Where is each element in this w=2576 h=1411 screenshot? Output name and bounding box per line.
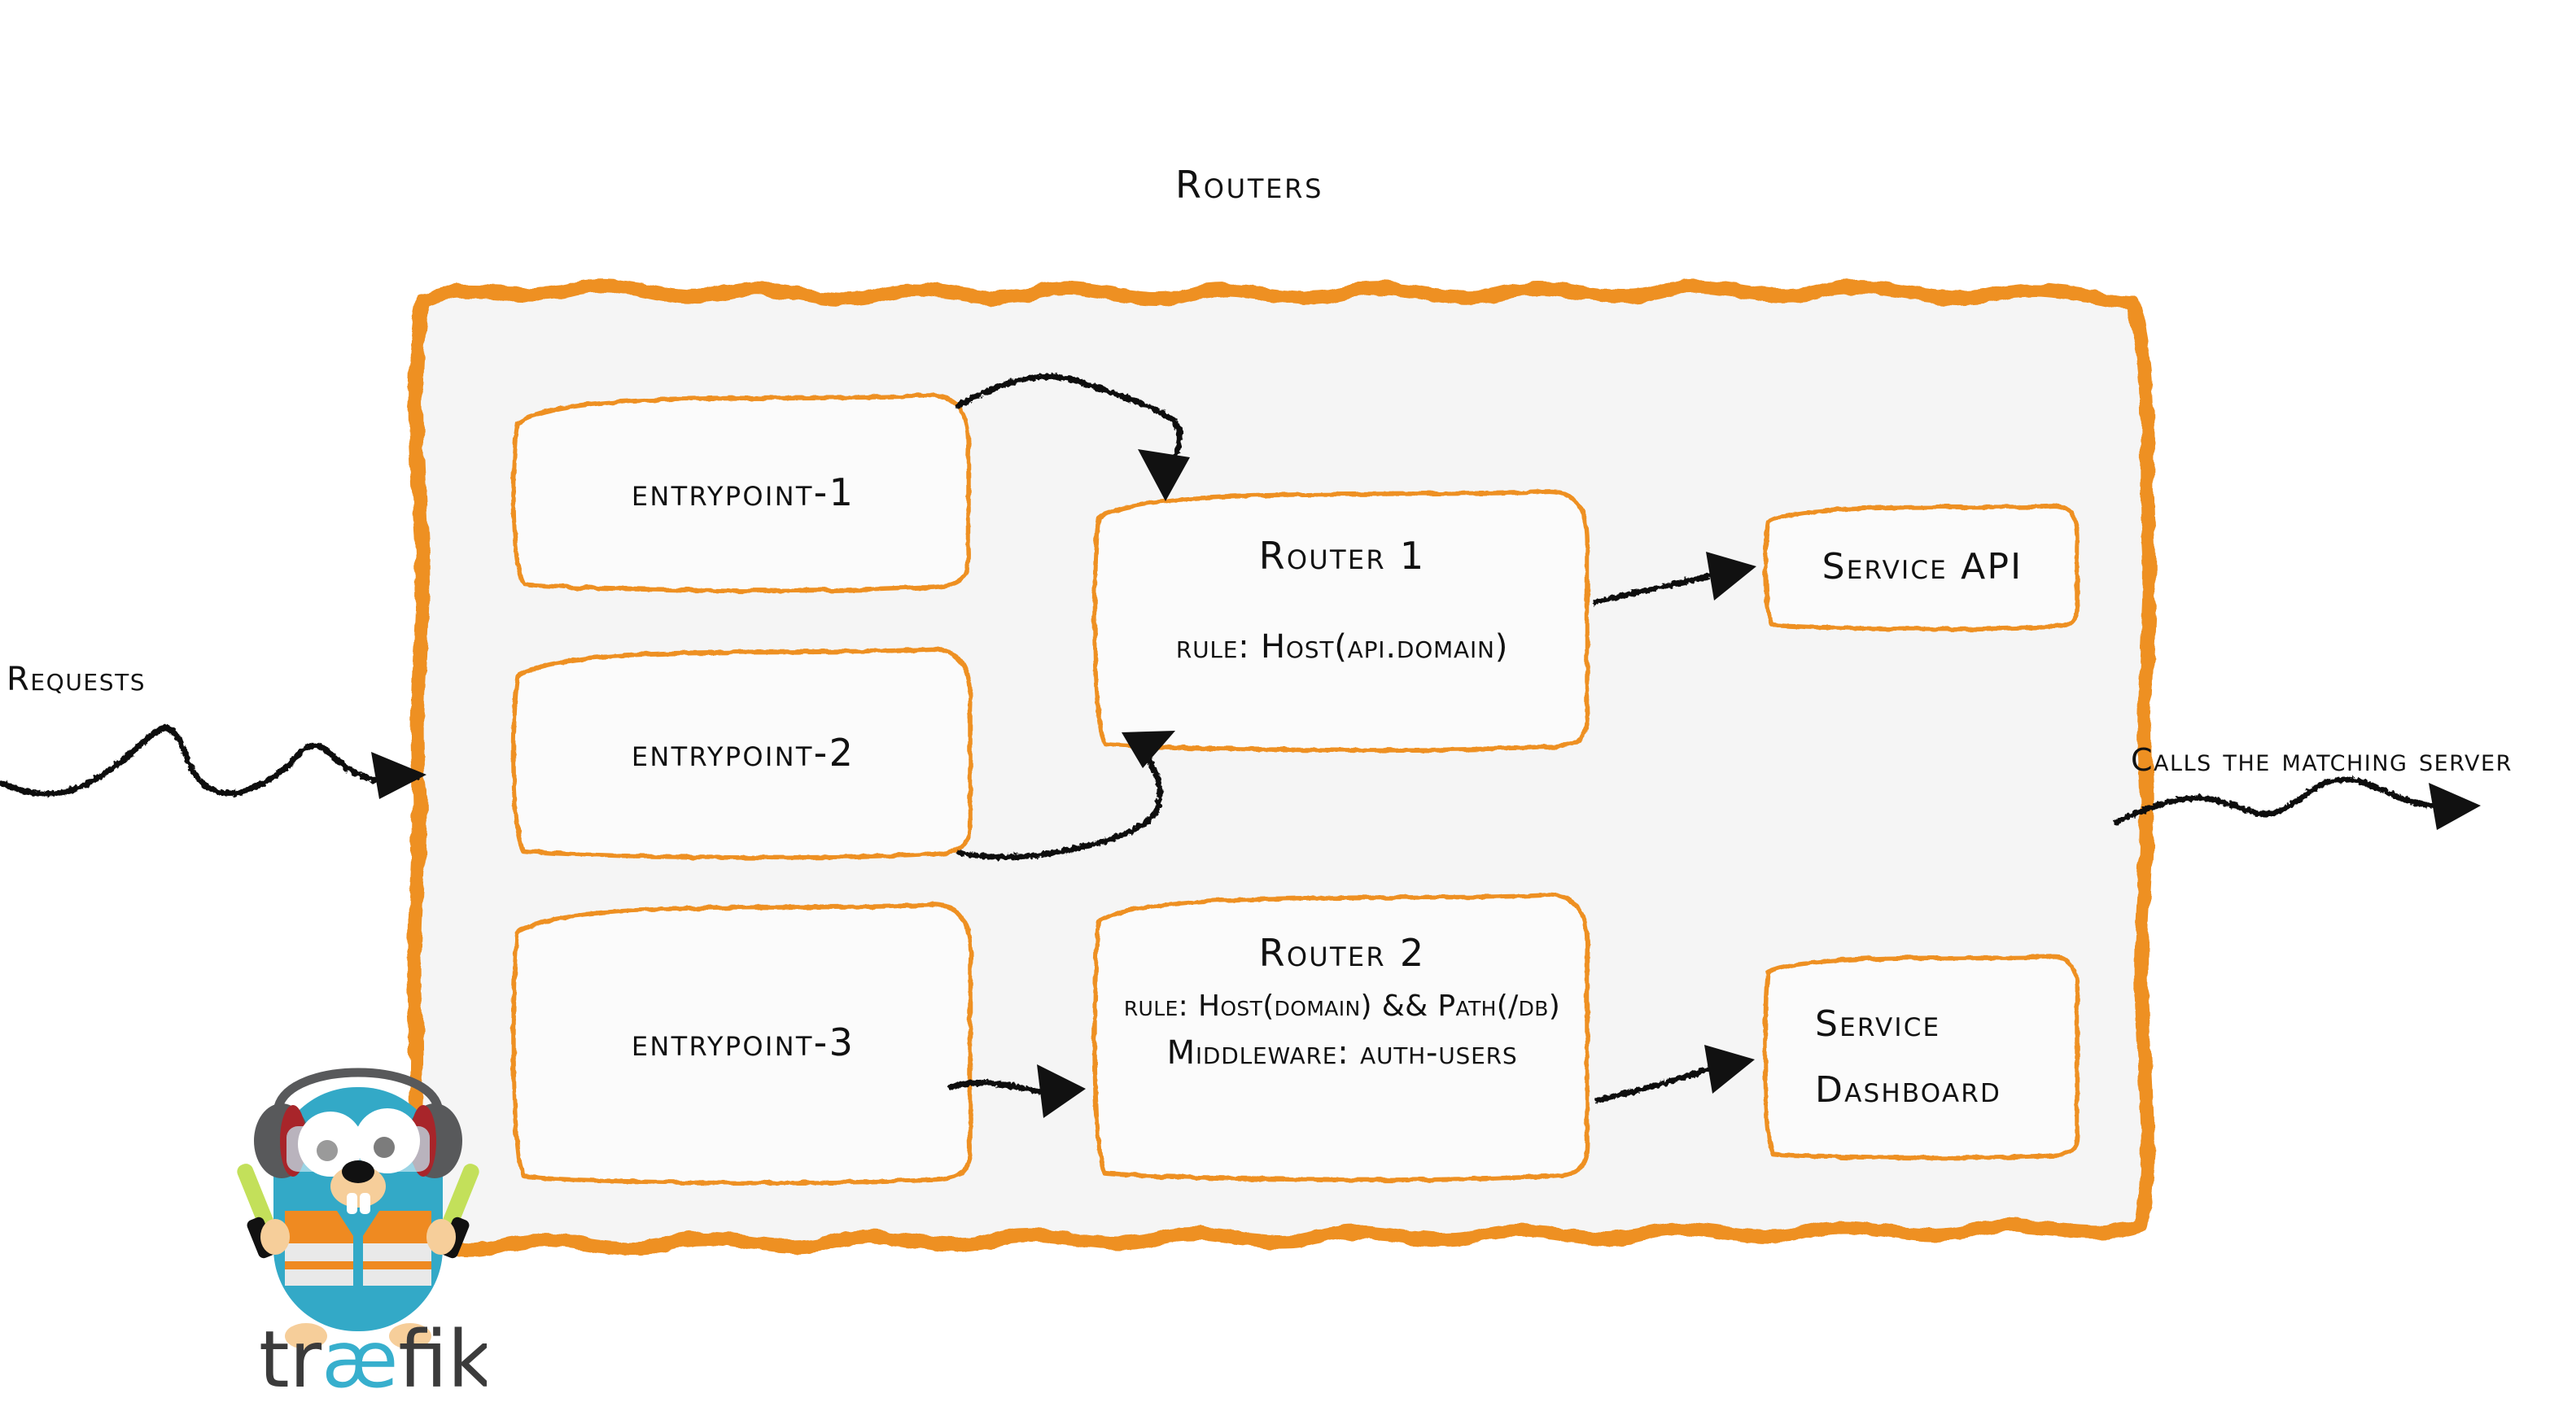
router-1-node[interactable]: Router 1 rule: Host(api.domain) — [1094, 491, 1590, 747]
gopher-hand-right — [426, 1219, 456, 1255]
traefik-wordmark: træfik — [259, 1314, 493, 1408]
arrowhead-ep3-to-router2 — [1037, 1064, 1086, 1118]
gopher-tooth-right — [360, 1193, 370, 1214]
gopher-pupil-right — [374, 1137, 395, 1158]
router-2-title: Router 2 — [1258, 931, 1426, 975]
traefik-gopher-mascot — [237, 1068, 479, 1349]
router-1-rule: rule: Host(api.domain) — [1175, 628, 1509, 666]
requests-label: Requests — [7, 661, 147, 698]
entrypoint-1-node[interactable]: entrypoint-1 — [518, 395, 969, 589]
gopher-tooth-left — [347, 1193, 357, 1214]
arrowhead-ep1-to-router1 — [1138, 449, 1190, 501]
entrypoint-2-node[interactable]: entrypoint-2 — [518, 649, 969, 856]
service-api-node[interactable]: Service API — [1765, 505, 2080, 628]
gopher-pupil-left — [317, 1140, 338, 1161]
router-1-title: Router 1 — [1258, 534, 1426, 578]
service-api-outline — [1763, 504, 2080, 631]
arrowhead-requests — [371, 752, 426, 799]
service-dashboard-outline — [1763, 954, 2080, 1160]
arrow-ep3-to-router1b-path — [947, 1080, 1055, 1097]
arrowheads — [371, 449, 2481, 1118]
gopher-nose — [342, 1160, 374, 1183]
service-api-label: Service API — [1822, 545, 2023, 588]
routers-panel-outline — [407, 278, 2157, 1258]
arrowhead-calls-server — [2429, 783, 2481, 830]
arrowhead-router2-to-dashboard — [1704, 1045, 1755, 1094]
entrypoint-3-label: entrypoint-3 — [631, 1020, 855, 1064]
arrowhead-router1-to-serviceapi — [1706, 552, 1756, 601]
entrypoint-3-outline — [511, 902, 973, 1186]
entrypoint-1-outline — [511, 393, 972, 593]
gopher-hand-left — [260, 1219, 290, 1255]
arrow-requests-path — [0, 725, 420, 797]
page-title: Routers — [1175, 163, 1324, 207]
arrow-router2-to-dashboard-path — [1594, 1061, 1727, 1103]
traefik-wordmark-svg: træfik — [259, 1314, 493, 1405]
vest-center-zip — [353, 1222, 363, 1287]
router-2-node[interactable]: Router 2 rule: Host(domain) && Path(/db)… — [1094, 895, 1590, 1177]
arrow-ep2-to-router1-path — [956, 744, 1163, 860]
headphone-band — [273, 1068, 443, 1112]
router-2-middleware: Middleware: auth-users — [1166, 1034, 1518, 1072]
traefik-wordmark-text: træfik — [259, 1317, 487, 1405]
entrypoint-3-node[interactable]: entrypoint-3 — [518, 905, 969, 1180]
entrypoint-2-label: entrypoint-2 — [631, 731, 855, 775]
arrow-ep1-to-router1-path — [956, 374, 1183, 475]
router-2-rule: rule: Host(domain) && Path(/db) — [1123, 989, 1561, 1023]
arrow-router1-to-serviceapi-path — [1592, 568, 1729, 605]
service-dashboard-label-line1: Service — [1815, 1003, 1941, 1045]
router-1-outline — [1092, 489, 1590, 753]
service-dashboard-node[interactable]: Service Dashboard — [1765, 955, 2080, 1159]
gopher-foot-left — [285, 1323, 327, 1349]
entrypoint-1-label: entrypoint-1 — [631, 470, 855, 514]
arrow-calls-server-path — [2113, 776, 2451, 825]
service-dashboard-label-line2: Dashboard — [1815, 1069, 2002, 1111]
arrowhead-ep2-to-router1 — [1122, 731, 1175, 768]
router-2-outline — [1092, 893, 1590, 1182]
entrypoint-2-outline — [511, 647, 973, 860]
calls-matching-server-label: Calls the matching server — [2131, 742, 2513, 778]
gopher-foot-right — [389, 1323, 431, 1349]
